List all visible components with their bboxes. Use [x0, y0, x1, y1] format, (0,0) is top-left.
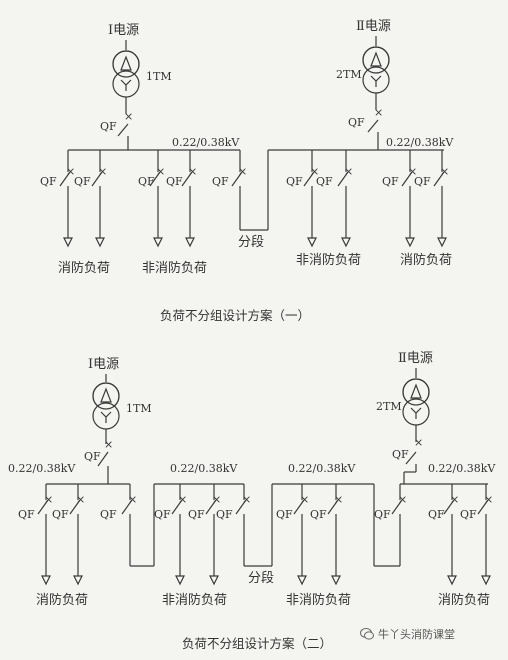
svg-text:×: ×: [156, 165, 165, 178]
source-label-left: Ⅰ电源: [108, 23, 139, 38]
svg-text:×: ×: [398, 493, 407, 506]
svg-text:QF: QF: [374, 508, 391, 521]
voltage-label-left: 0.22/0.38kV: [172, 136, 240, 149]
svg-text:×: ×: [484, 493, 493, 506]
voltage-label-2-2: 0.22/0.38kV: [170, 462, 238, 475]
svg-text:×: ×: [242, 493, 251, 506]
transformer-2tm-icon: [402, 378, 430, 426]
svg-text:×: ×: [440, 165, 449, 178]
caption-1: 负荷不分组设计方案（一）: [160, 308, 310, 323]
svg-text:×: ×: [98, 165, 107, 178]
svg-text:QF: QF: [18, 508, 35, 521]
watermark-text: 牛丫头消防课堂: [378, 628, 455, 641]
watermark: 牛丫头消防课堂: [360, 624, 455, 644]
svg-text:QF: QF: [316, 175, 333, 188]
qf-main-left-2: QF: [84, 450, 101, 463]
transformer-label-1tm-2: 1TM: [126, 402, 152, 415]
svg-text:×: ×: [310, 165, 319, 178]
section-label-2: 分段: [248, 571, 274, 586]
svg-text:×: ×: [44, 493, 53, 506]
transformer-1tm-icon: [112, 50, 140, 98]
caption-2: 负荷不分组设计方案（二）: [182, 636, 332, 651]
feeder-group-right: QF QF QF QF × × × ×: [286, 150, 449, 248]
svg-text:QF: QF: [310, 508, 327, 521]
source-label-right-2: Ⅱ电源: [398, 351, 433, 366]
voltage-label-2-1: 0.22/0.38kV: [8, 462, 76, 475]
svg-text:×: ×: [238, 165, 247, 178]
svg-text:×: ×: [212, 493, 221, 506]
svg-text:×: ×: [408, 165, 417, 178]
svg-text:QF: QF: [74, 175, 91, 188]
svg-text:×: ×: [414, 436, 423, 449]
voltage-label-2-4: 0.22/0.38kV: [428, 462, 496, 475]
group-fire-right-1: 消防负荷: [400, 252, 452, 268]
group-nonfire-right-1: 非消防负荷: [296, 252, 361, 268]
qf-main-right-2: QF: [392, 448, 409, 461]
svg-text:QF: QF: [100, 508, 117, 521]
wechat-icon: [360, 628, 374, 640]
svg-text:QF: QF: [276, 508, 293, 521]
svg-text:QF: QF: [166, 175, 183, 188]
group-fire-left-1: 消防负荷: [58, 260, 110, 276]
group-fire-right-2: 消防负荷: [438, 592, 490, 608]
svg-text:×: ×: [104, 438, 113, 451]
voltage-label-2-3: 0.22/0.38kV: [288, 462, 356, 475]
svg-text:QF: QF: [460, 508, 477, 521]
qf-main-left: QF: [100, 120, 117, 133]
svg-text:×: ×: [344, 165, 353, 178]
group-nonfire-left-1: 非消防负荷: [142, 260, 207, 276]
transformer-2tm-icon: [362, 46, 390, 94]
svg-text:QF: QF: [216, 508, 233, 521]
svg-text:QF: QF: [40, 175, 57, 188]
svg-text:QF: QF: [52, 508, 69, 521]
svg-text:×: ×: [334, 493, 343, 506]
svg-text:×: ×: [124, 110, 133, 123]
transformer-label-2tm-2: 2TM: [376, 400, 402, 413]
svg-text:×: ×: [178, 493, 187, 506]
svg-text:QF: QF: [286, 175, 303, 188]
svg-text:×: ×: [128, 493, 137, 506]
group-fire-left-2: 消防负荷: [36, 592, 88, 608]
source-label-left-2: Ⅰ电源: [88, 357, 119, 372]
svg-text:QF: QF: [382, 175, 399, 188]
transformer-label-1tm: 1TM: [146, 70, 172, 83]
svg-text:×: ×: [450, 493, 459, 506]
svg-text:QF: QF: [428, 508, 445, 521]
transformer-1tm-icon: [92, 382, 120, 430]
source-label-right: Ⅱ电源: [356, 19, 391, 34]
svg-text:QF: QF: [212, 175, 229, 188]
group-nonfire-right-2: 非消防负荷: [286, 592, 351, 608]
section-label-1: 分段: [238, 235, 264, 250]
transformer-label-2tm: 2TM: [336, 68, 362, 81]
svg-text:×: ×: [300, 493, 309, 506]
qf-main-right: QF: [348, 116, 365, 129]
svg-text:QF: QF: [414, 175, 431, 188]
feeder-group-left: QF QF QF QF QF × × × × ×: [40, 150, 247, 248]
group-nonfire-left-2: 非消防负荷: [162, 592, 227, 608]
voltage-label-right: 0.22/0.38kV: [386, 136, 454, 149]
svg-text:QF: QF: [188, 508, 205, 521]
svg-text:×: ×: [76, 493, 85, 506]
svg-text:QF: QF: [154, 508, 171, 521]
diagram-1: Ⅰ电源 1TM × QF 0.22/0.38kV QF QF QF QF QF: [40, 19, 454, 323]
svg-text:QF: QF: [138, 175, 155, 188]
diagram-2: Ⅰ电源 1TM × QF 0.22/0.38kV 0.22/0.38kV 0.2…: [8, 351, 496, 651]
svg-text:×: ×: [66, 165, 75, 178]
svg-text:×: ×: [188, 165, 197, 178]
svg-text:×: ×: [374, 106, 383, 119]
